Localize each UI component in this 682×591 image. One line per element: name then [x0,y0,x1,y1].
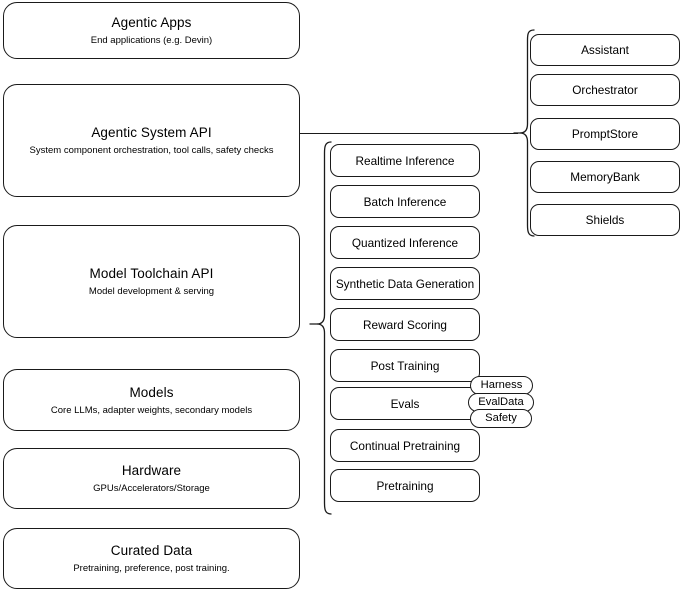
layer-subtitle: Core LLMs, adapter weights, secondary mo… [50,404,253,416]
capability-batch-inference[interactable]: Batch Inference [330,185,480,218]
layer-title: Models [129,384,174,400]
brace-toolchain-capabilities [306,140,332,516]
capability-label: Quantized Inference [351,235,459,250]
capability-continual-pretraining[interactable]: Continual Pretraining [330,429,480,462]
capability-reward-scoring[interactable]: Reward Scoring [330,308,480,341]
layer-title: Hardware [121,463,182,478]
capability-label: Reward Scoring [363,317,447,332]
capability-synthetic-data-generation[interactable]: Synthetic Data Generation [330,267,480,300]
connector-system-api-to-components [300,133,518,135]
capability-label: Synthetic Data Generation [335,276,475,291]
layer-title: Curated Data [110,543,193,558]
capability-realtime-inference[interactable]: Realtime Inference [330,144,480,177]
component-label: Assistant [581,43,629,57]
evals-pill-safety[interactable]: Safety [470,409,532,428]
capability-label: Batch Inference [363,194,447,209]
evals-pill-label: EvalData [478,396,524,408]
layer-subtitle: GPUs/Accelerators/Storage [93,483,210,494]
component-label: Orchestrator [572,83,638,97]
evals-pill-label: Safety [485,412,517,424]
component-memorybank[interactable]: MemoryBank [530,161,680,193]
capability-post-training[interactable]: Post Training [330,349,480,382]
component-label: PromptStore [571,127,639,141]
component-assistant[interactable]: Assistant [530,34,680,66]
component-orchestrator[interactable]: Orchestrator [530,74,680,106]
component-label: Shields [585,213,625,227]
capability-pretraining[interactable]: Pretraining [330,469,480,502]
capability-quantized-inference[interactable]: Quantized Inference [330,226,480,259]
layer-hardware[interactable]: Hardware GPUs/Accelerators/Storage [3,448,300,509]
capability-label: Realtime Inference [355,153,455,168]
layer-subtitle: System component orchestration, tool cal… [29,145,274,156]
layer-agentic-apps[interactable]: Agentic Apps End applications (e.g. Devi… [3,2,300,59]
component-promptstore[interactable]: PromptStore [530,118,680,150]
capability-label: Continual Pretraining [349,438,461,453]
layer-title: Agentic Apps [111,15,192,30]
evals-pill-label: Harness [480,379,523,391]
component-label: MemoryBank [570,170,640,184]
layer-curated-data[interactable]: Curated Data Pretraining, preference, po… [3,528,300,589]
layer-subtitle: End applications (e.g. Devin) [90,35,213,46]
component-shields[interactable]: Shields [530,204,680,236]
layer-subtitle: Pretraining, preference, post training. [73,563,230,574]
layer-agentic-system-api[interactable]: Agentic System API System component orch… [3,84,300,197]
layer-title: Agentic System API [91,125,212,140]
capability-label: Evals [390,396,420,411]
layer-models[interactable]: Models Core LLMs, adapter weights, secon… [3,369,300,431]
evals-pill-evaldata[interactable]: EvalData [468,393,534,412]
layer-model-toolchain-api[interactable]: Model Toolchain API Model development & … [3,225,300,338]
layer-title: Model Toolchain API [89,266,214,281]
capability-evals[interactable]: Evals [330,387,480,420]
capability-label: Pretraining [376,478,434,493]
layer-subtitle: Model development & serving [88,286,215,297]
capability-label: Post Training [370,358,440,373]
